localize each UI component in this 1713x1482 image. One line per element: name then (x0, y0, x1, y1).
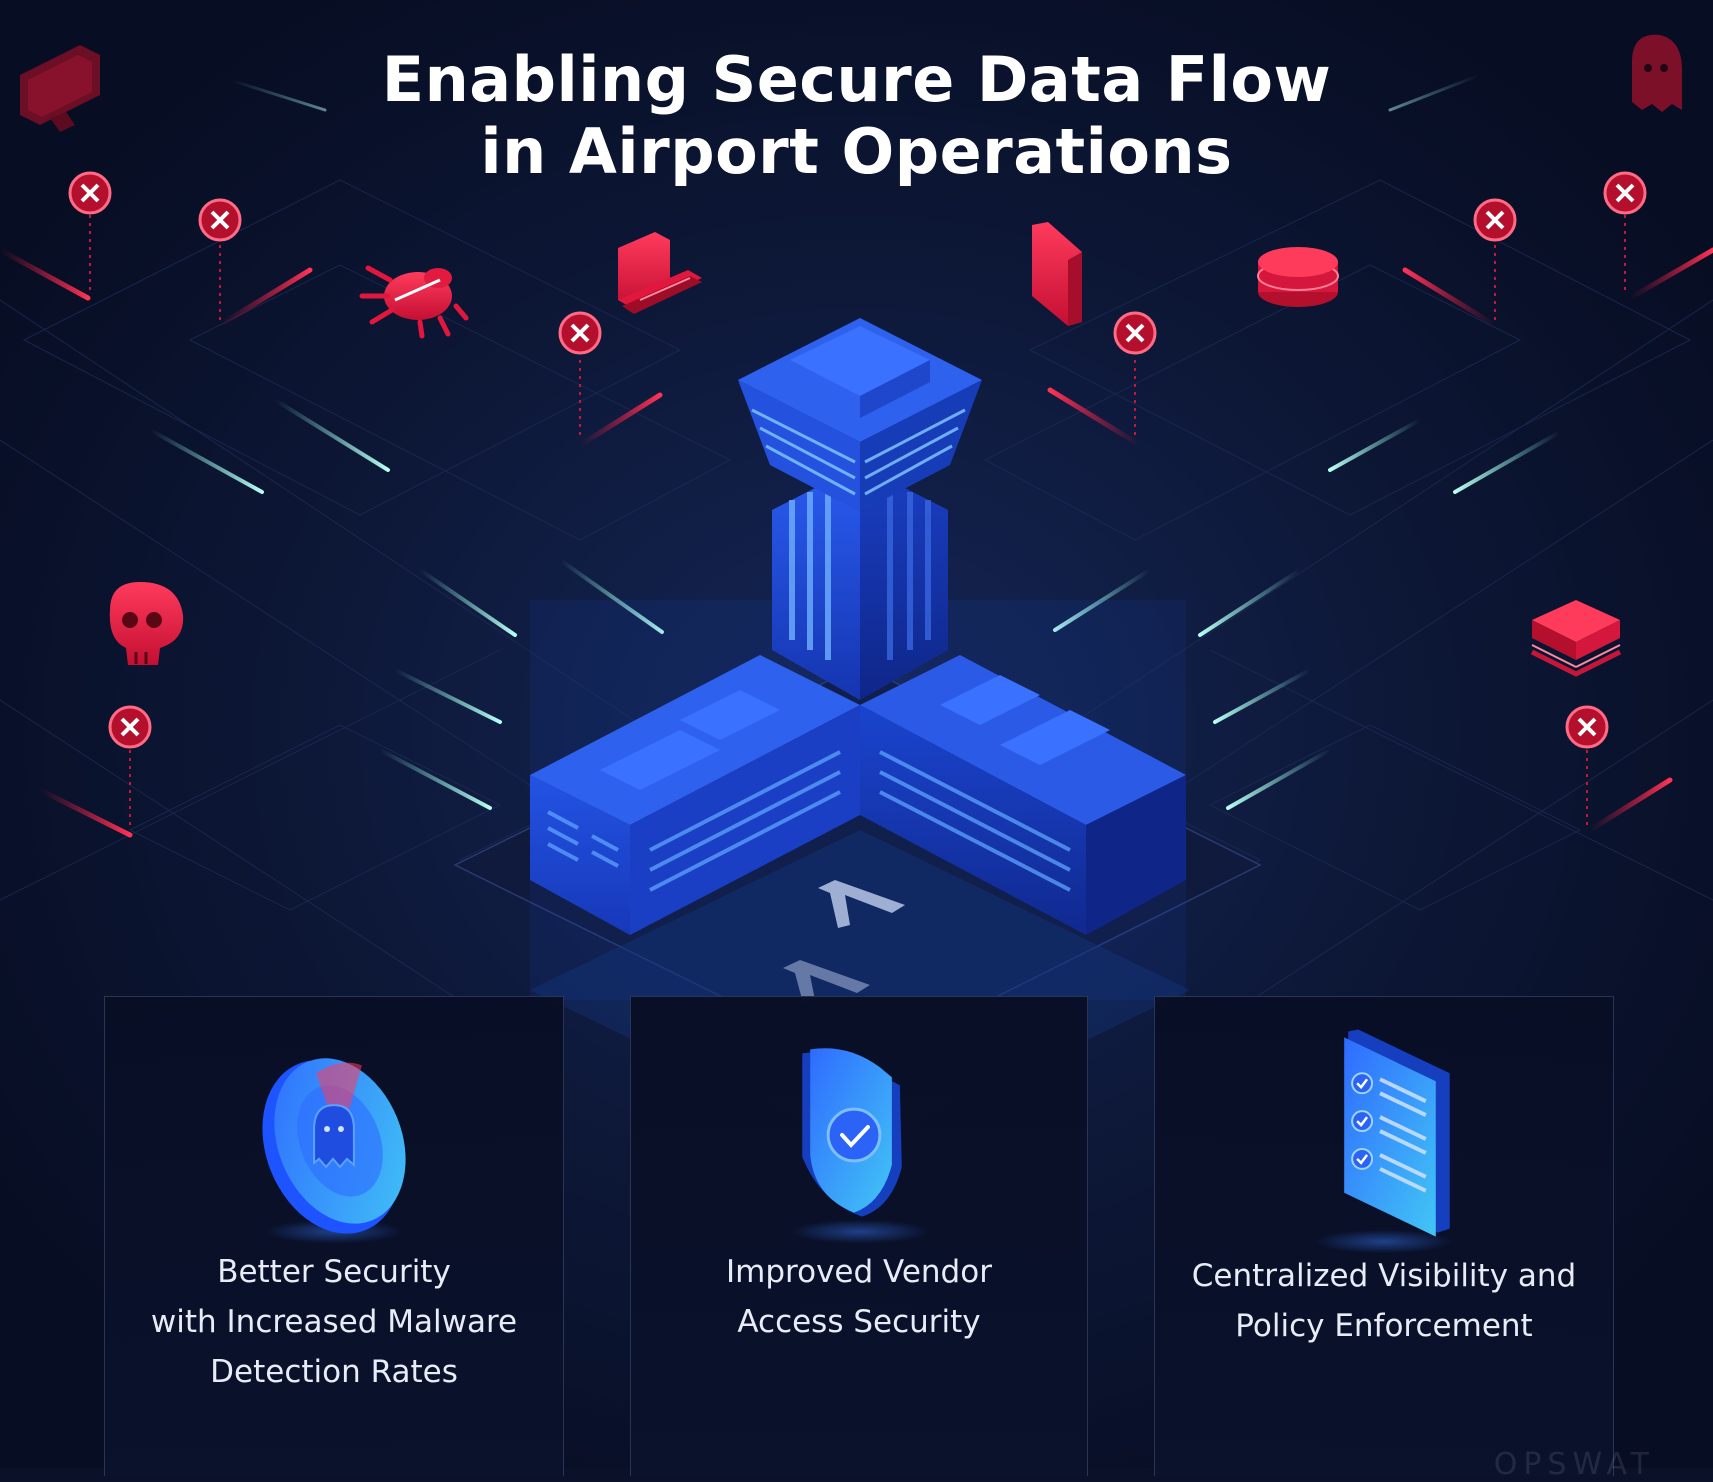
page-title: Enabling Secure Data Flow in Airport Ope… (0, 44, 1713, 188)
layers-icon (1530, 600, 1622, 677)
watermark-logo: OPSWAT (1493, 1447, 1655, 1482)
card-1-line-2: with Increased Malware (150, 1304, 518, 1340)
monitor-icon (20, 45, 100, 132)
laptop-icon (618, 232, 702, 314)
block-pin-icon (198, 198, 242, 242)
block-pin-icon (68, 171, 112, 215)
shield-check-icon (790, 1048, 930, 1244)
feature-card-malware-detection: Better Security with Increased Malware D… (104, 996, 564, 1476)
card-2-line-1: Improved Vendor (726, 1254, 992, 1290)
feature-card-visibility-policy: Centralized Visibility and Policy Enforc… (1154, 996, 1614, 1476)
skull-icon (109, 582, 184, 665)
file-icon (1032, 222, 1082, 326)
block-pin-icon (558, 311, 602, 355)
title-line-1: Enabling Secure Data Flow (381, 43, 1332, 116)
ghost-icon (1632, 34, 1682, 112)
bug-icon (359, 265, 469, 339)
card-2-line-2: Access Security (737, 1304, 981, 1340)
database-icon (1257, 247, 1339, 307)
control-tower (738, 318, 982, 700)
block-pin-icon (1603, 171, 1647, 215)
checklist-document-icon (1314, 1029, 1454, 1254)
card-1-line-3: Detection Rates (210, 1354, 458, 1390)
airplane-icon (783, 880, 905, 1003)
block-pins (68, 171, 1647, 749)
block-pin-icon (1113, 311, 1157, 355)
card-1-line-1: Better Security (217, 1254, 451, 1290)
ghost-radar-icon (262, 1058, 406, 1244)
card-3-line-2: Policy Enforcement (1235, 1308, 1533, 1344)
card-3-line-1: Centralized Visibility and (1191, 1258, 1577, 1294)
pin-stems (89, 215, 1626, 830)
feature-card-vendor-access: Improved Vendor Access Security (630, 996, 1088, 1476)
block-pin-icon (1565, 705, 1609, 749)
block-pin-icon (1473, 198, 1517, 242)
title-line-2: in Airport Operations (480, 115, 1233, 188)
data-streaks (0, 73, 1713, 838)
terminal-building (530, 655, 1186, 935)
block-pin-icon (108, 705, 152, 749)
